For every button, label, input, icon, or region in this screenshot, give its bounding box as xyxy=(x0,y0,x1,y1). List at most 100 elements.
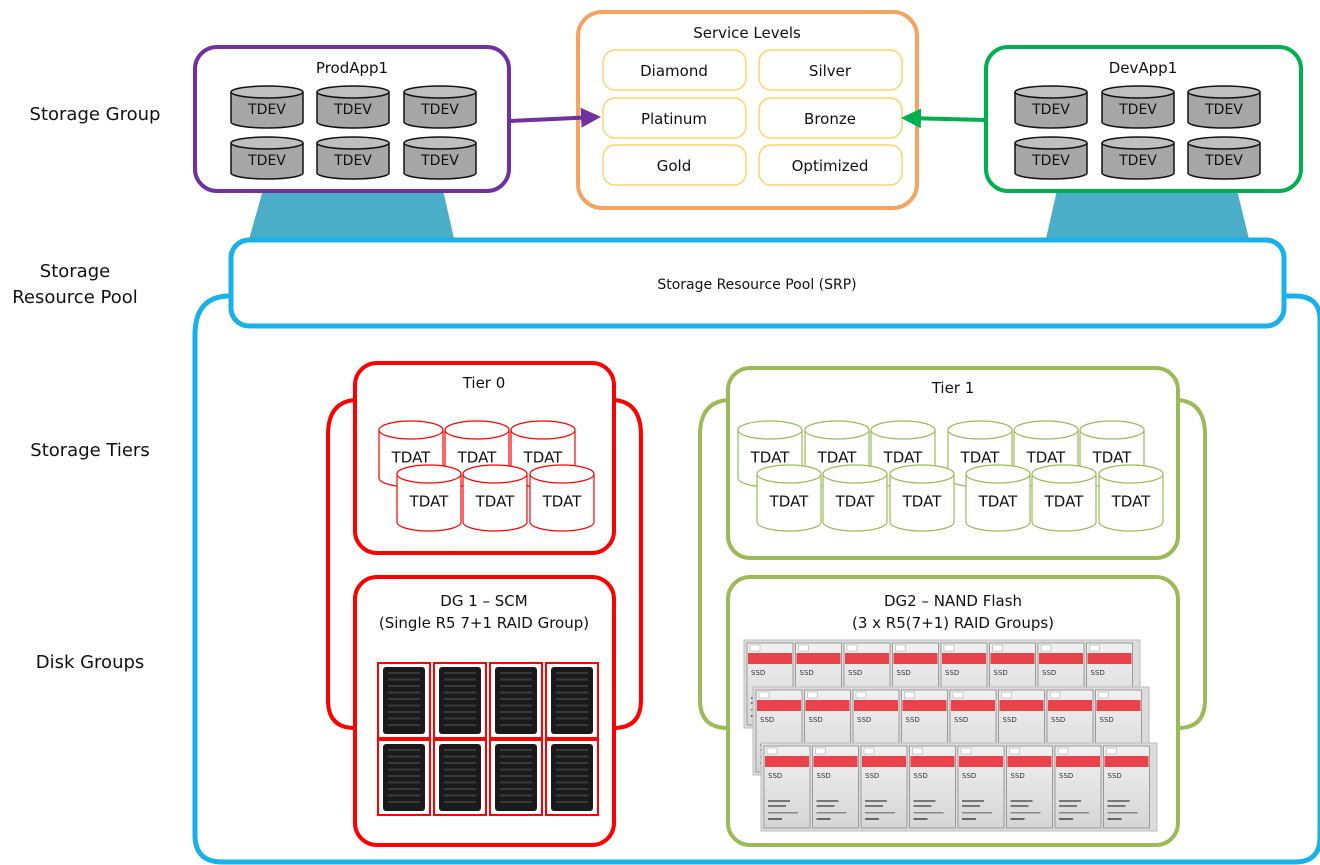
tdat-device-label: TDAT xyxy=(523,449,564,467)
ssd-drive-label: SSD xyxy=(817,772,831,780)
service-level-item[interactable]: Diamond xyxy=(602,49,747,91)
service-level-label: Bronze xyxy=(804,110,856,128)
dg2-panel: DG2 – NAND Flash (3 x R5(7+1) RAID Group… xyxy=(726,575,1180,847)
tdev-device-label: TDEV xyxy=(1118,153,1157,169)
ssd-drive-label: SSD xyxy=(800,669,814,677)
ssd-drive-label: SSD xyxy=(1059,772,1073,780)
scm-drive xyxy=(489,739,543,816)
srp-row-label-line2: Resource Pool xyxy=(12,287,138,308)
tdev-device-label: TDEV xyxy=(1031,102,1070,118)
ssd-drive-label: SSD xyxy=(897,669,911,677)
dev-app-connector xyxy=(1045,190,1250,243)
ssd-drive: SSD xyxy=(860,745,908,829)
scm-drive xyxy=(545,739,599,816)
ssd-drive-label: SSD xyxy=(857,716,871,724)
tdat-device-label: TDAT xyxy=(978,493,1019,511)
tdat-device-label: TDAT xyxy=(391,449,432,467)
ssd-drive-label: SSD xyxy=(914,772,928,780)
ssd-drive-label: SSD xyxy=(1042,669,1056,677)
tdat-device: TDAT xyxy=(1098,464,1164,532)
tdev-device-label: TDEV xyxy=(333,102,372,118)
dev-to-service-level-arrow xyxy=(901,108,987,129)
tdat-device-label: TDAT xyxy=(542,493,583,511)
tdat-device-label: TDAT xyxy=(817,449,858,467)
disk-groups-row-label: Disk Groups xyxy=(35,652,145,673)
service-levels-title: Service Levels xyxy=(693,24,801,42)
tdat-device-label: TDAT xyxy=(409,493,450,511)
prod-to-service-level-arrow xyxy=(508,107,601,128)
scm-drive xyxy=(489,662,543,739)
service-level-label: Silver xyxy=(809,62,852,80)
tdev-device: TDEV xyxy=(1101,136,1175,180)
ssd-drive-label: SSD xyxy=(760,716,774,724)
tdat-device: TDAT xyxy=(756,464,822,532)
tdev-device-label: TDEV xyxy=(1118,102,1157,118)
scm-drive xyxy=(545,662,599,739)
ssd-drive: SSD xyxy=(763,745,811,829)
ssd-drive: SSD xyxy=(812,745,859,829)
service-level-label: Optimized xyxy=(792,157,869,175)
tier0-title: Tier 0 xyxy=(462,374,506,392)
ssd-drive: SSD xyxy=(909,745,956,829)
srp-outer-container xyxy=(192,293,1320,865)
ssd-drive: SSD xyxy=(1054,745,1102,829)
tdev-device: TDEV xyxy=(230,85,304,129)
ssd-drive-label: SSD xyxy=(954,716,968,724)
ssd-drive: SSD xyxy=(957,745,1005,829)
tdat-device-label: TDAT xyxy=(750,449,791,467)
tdat-device: TDAT xyxy=(529,464,595,532)
tdev-device-label: TDEV xyxy=(247,102,286,118)
tdat-device-label: TDAT xyxy=(1026,449,1067,467)
ssd-drive-label: SSD xyxy=(906,716,920,724)
tdat-device: TDAT xyxy=(462,464,528,532)
tier0-bracket xyxy=(326,398,643,730)
prod-app-title: ProdApp1 xyxy=(316,59,388,77)
tdat-device-label: TDAT xyxy=(960,449,1001,467)
tdat-device: TDAT xyxy=(1031,464,1097,532)
tdev-device-label: TDEV xyxy=(333,153,372,169)
ssd-drive-label: SSD xyxy=(945,669,959,677)
tdev-device: TDEV xyxy=(230,136,304,180)
dev-app-title: DevApp1 xyxy=(1109,59,1178,77)
service-level-label: Platinum xyxy=(641,110,707,128)
ssd-drive-label: SSD xyxy=(1011,772,1025,780)
ssd-drive-label: SSD xyxy=(962,772,976,780)
service-level-item[interactable]: Bronze xyxy=(758,97,903,139)
ssd-drive-label: SSD xyxy=(1108,772,1122,780)
srp-row-label-line1: Storage xyxy=(39,261,111,282)
tdev-device-label: TDEV xyxy=(1204,153,1243,169)
ssd-drive-label: SSD xyxy=(1051,716,1065,724)
tdat-device: TDAT xyxy=(965,464,1031,532)
tdat-device-label: TDAT xyxy=(902,493,943,511)
scm-drive xyxy=(377,739,431,816)
tdev-device-label: TDEV xyxy=(1031,153,1070,169)
srp-label: Storage Resource Pool (SRP) xyxy=(657,277,856,293)
ssd-drive-label: SSD xyxy=(865,772,879,780)
tier1-title: Tier 1 xyxy=(931,379,975,397)
service-level-item[interactable]: Platinum xyxy=(602,97,747,139)
tier1-bracket xyxy=(698,398,1207,730)
tier1-panel: Tier 1 TDAT TDAT TDAT TDAT TDAT TDAT TDAT TDAT T… xyxy=(726,366,1180,560)
service-level-item[interactable]: Optimized xyxy=(758,144,903,186)
scm-drive xyxy=(433,739,487,816)
service-level-item[interactable]: Silver xyxy=(758,49,903,91)
service-level-item[interactable]: Gold xyxy=(602,144,747,186)
ssd-drive-label: SSD xyxy=(768,772,782,780)
srp-bar: Storage Resource Pool (SRP) xyxy=(228,237,1287,329)
tdev-device: TDEV xyxy=(316,136,390,180)
ssd-drive: SSD xyxy=(1006,745,1053,829)
storage-tiers-row-label: Storage Tiers xyxy=(30,440,150,461)
tdat-device-label: TDAT xyxy=(1044,493,1085,511)
ssd-drive-label: SSD xyxy=(1100,716,1114,724)
storage-group-row-label: Storage Group xyxy=(29,104,161,125)
tdat-device-label: TDAT xyxy=(769,493,810,511)
tdat-device-label: TDAT xyxy=(835,493,876,511)
tdev-device: TDEV xyxy=(403,85,477,129)
